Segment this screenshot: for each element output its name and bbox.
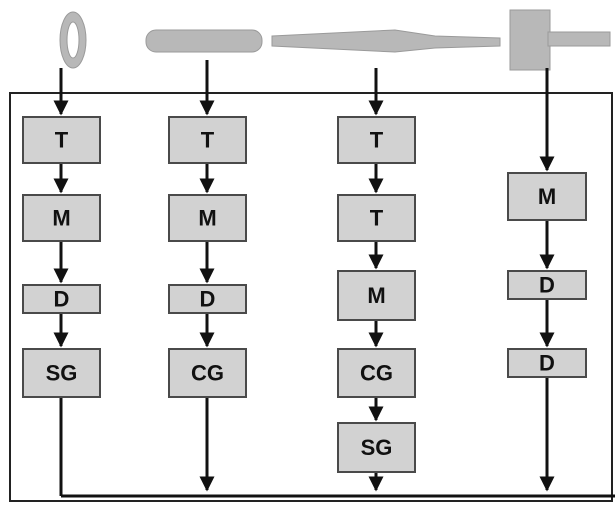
step-label: M [52, 206, 70, 231]
step-box: M [508, 173, 586, 220]
step-label: D [200, 287, 216, 312]
step-box: SG [338, 423, 415, 472]
step-box: D [23, 285, 100, 313]
step-box: M [169, 195, 246, 241]
step-label: CG [191, 361, 224, 386]
shaft-part-icon [272, 30, 500, 52]
part-pictures [60, 10, 610, 70]
step-label: T [370, 206, 384, 231]
step-label: M [198, 206, 216, 231]
step-label: M [538, 184, 556, 209]
step-box: M [23, 195, 100, 241]
ring-part-icon [60, 12, 86, 68]
cylinder-part-icon [146, 30, 262, 52]
step-label: CG [360, 361, 393, 386]
step-box: D [508, 349, 586, 377]
step-label: SG [361, 435, 393, 460]
step-label: T [201, 128, 215, 153]
step-box: T [338, 195, 415, 241]
step-label: D [54, 287, 70, 312]
step-label: T [55, 128, 69, 153]
step-label: D [539, 351, 555, 376]
column-4: M D D [508, 173, 586, 377]
step-box: T [338, 117, 415, 163]
step-box: CG [338, 349, 415, 397]
step-label: T [370, 128, 384, 153]
step-box: D [169, 285, 246, 313]
step-box: T [169, 117, 246, 163]
step-label: D [539, 273, 555, 298]
step-box: T [23, 117, 100, 163]
step-box: SG [23, 349, 100, 397]
flanged-block-part-icon [510, 10, 610, 70]
step-box: D [508, 271, 586, 299]
step-label: SG [46, 361, 78, 386]
step-box: M [338, 271, 415, 320]
step-label: M [367, 283, 385, 308]
step-box: CG [169, 349, 246, 397]
